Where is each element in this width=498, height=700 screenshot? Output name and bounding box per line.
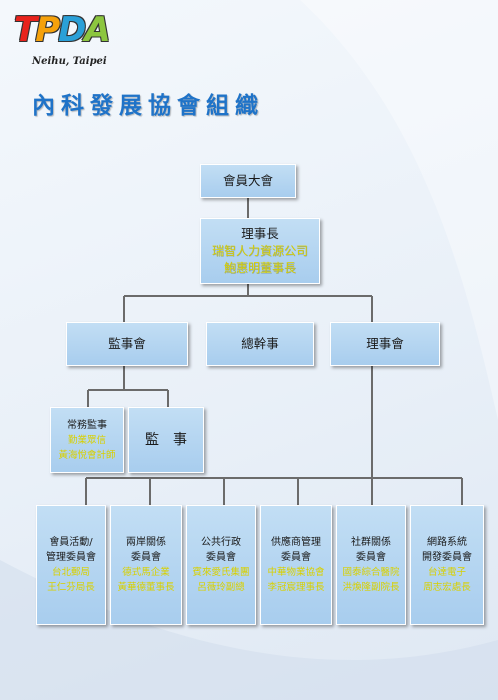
node-chairman: 理事長 瑞智人力資源公司 鮑惠明董事長: [200, 218, 320, 284]
committee-supplier-mgmt: 供應商管理 委員會 中華物業協會 李冠宸理事長: [260, 505, 332, 625]
supervisor-label: 監 事: [145, 432, 187, 448]
committee-org: 台達電子: [427, 567, 466, 578]
committee-org: 國泰綜合醫院: [342, 567, 400, 578]
node-secretary-general: 總幹事: [206, 322, 314, 366]
page-title: 內科發展協會組織: [32, 93, 264, 119]
committee-org: 賓來愛氏集團: [192, 567, 250, 578]
tpda-logo: TPDA Neihu, Taipei: [14, 10, 124, 72]
committee-title-1: 會員活動/: [49, 537, 93, 548]
node-assembly-label: 會員大會: [222, 173, 273, 188]
logo-letter-t: T: [14, 10, 37, 50]
logo-subtitle: Neihu, Taipei: [32, 56, 107, 67]
node-standing-supervisor: 常務監事 勤業眾信 黃海悅會計師: [50, 407, 124, 473]
standing-supervisor-person: 黃海悅會計師: [58, 449, 116, 461]
node-supervisor: 監 事: [128, 407, 204, 473]
committee-title-2: 委員會: [281, 552, 311, 563]
committee-title-2: 管理委員會: [46, 552, 96, 563]
committee-title-2: 委員會: [206, 552, 236, 563]
committee-org: 台北郵局: [51, 567, 90, 578]
chairman-org: 瑞智人力資源公司: [211, 244, 308, 258]
committee-person: 李冠宸理事長: [267, 582, 325, 593]
committee-member-activities: 會員活動/ 管理委員會 台北郵局 王仁芬局長: [36, 505, 106, 625]
committee-title-1: 網路系統: [427, 537, 467, 548]
committee-org: 中華物業協會: [267, 567, 325, 578]
chairman-person: 鮑惠明董事長: [223, 261, 296, 275]
committee-cross-strait: 兩岸關係 委員會 德式馬企業 黃華德董事長: [110, 505, 182, 625]
committee-person: 呂薇玲副總: [197, 582, 245, 593]
secretary-general-label: 總幹事: [241, 336, 279, 351]
logo-letter-p: P: [35, 10, 60, 50]
logo-letter-d: D: [58, 10, 86, 50]
standing-supervisor-role: 常務監事: [67, 419, 107, 431]
committee-title-1: 供應商管理: [271, 537, 321, 548]
supervisors-board-label: 監事會: [108, 336, 146, 351]
committee-public-admin: 公共行政 委員會 賓來愛氏集團 呂薇玲副總: [186, 505, 256, 625]
committee-title-2: 委員會: [131, 552, 161, 563]
node-assembly: 會員大會: [200, 164, 296, 198]
committee-org: 德式馬企業: [122, 567, 170, 578]
chairman-role: 理事長: [241, 226, 279, 241]
standing-supervisor-org: 勤業眾信: [67, 434, 106, 446]
committee-title-1: 社群關係: [351, 537, 391, 548]
committee-title-2: 開發委員會: [422, 552, 472, 563]
committee-title-1: 公共行政: [201, 537, 241, 548]
committee-title-2: 委員會: [356, 552, 386, 563]
node-supervisors-board: 監事會: [66, 322, 188, 366]
committee-person: 黃華德董事長: [117, 582, 175, 593]
logo-letter-a: A: [84, 10, 110, 50]
node-directors-board: 理事會: [330, 322, 440, 366]
directors-board-label: 理事會: [366, 336, 404, 351]
committee-network-systems: 網路系統 開發委員會 台達電子 周志宏處長: [410, 505, 484, 625]
committee-person: 周志宏處長: [423, 582, 471, 593]
committee-community-relations: 社群關係 委員會 國泰綜合醫院 洪煥隆副院長: [336, 505, 406, 625]
committee-title-1: 兩岸關係: [126, 537, 166, 548]
committee-person: 洪煥隆副院長: [342, 582, 400, 593]
committee-person: 王仁芬局長: [47, 582, 95, 593]
